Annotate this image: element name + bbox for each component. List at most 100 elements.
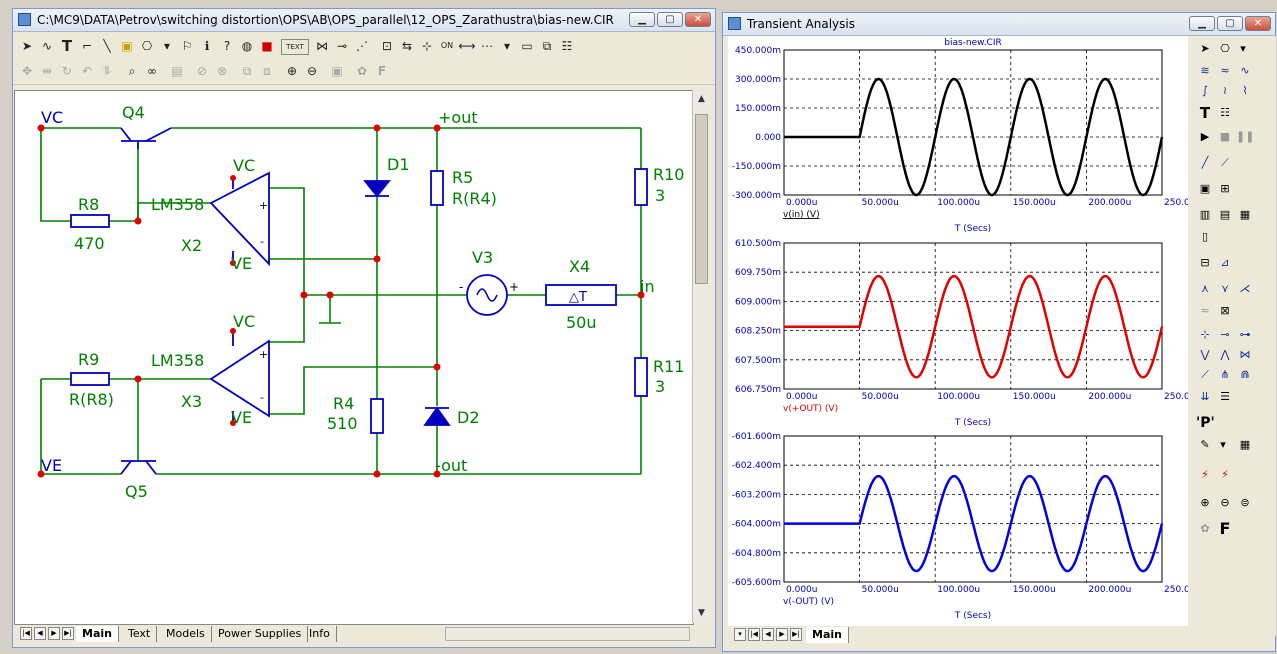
flip-icon[interactable]: ↶ [81, 64, 93, 78]
zoom-in-icon[interactable]: ⊕ [1200, 496, 1210, 509]
analysis-tab-first-icon[interactable]: |◀ [748, 628, 760, 641]
p-label-button[interactable]: 'P' [1196, 415, 1215, 431]
tab-first-icon[interactable]: |◀ [20, 627, 32, 640]
select-arrow-icon[interactable]: ➤ [1200, 42, 1210, 55]
select-arrow-icon[interactable]: ➤ [21, 39, 33, 53]
font-button[interactable]: F [1219, 519, 1231, 538]
tab-next-icon[interactable]: ▶ [48, 627, 60, 640]
box-icon[interactable]: ⊠ [1220, 304, 1230, 317]
maximize-button[interactable]: ▢ [657, 12, 683, 27]
sine-icon[interactable]: ∫ [1202, 84, 1208, 97]
properties-icon[interactable]: ☷ [561, 39, 573, 53]
scope-icon[interactable]: ≋ [1200, 64, 1210, 77]
zoom-fit-icon[interactable]: ⊜ [1240, 496, 1250, 509]
scroll-up-icon[interactable]: ▲ [698, 94, 705, 104]
query-icon[interactable]: ? [223, 39, 231, 53]
max-icon[interactable]: ⋀ [1220, 348, 1230, 361]
flag-icon[interactable]: ⚐ [181, 39, 193, 53]
scroll-thumb[interactable] [695, 114, 708, 284]
cursor-right-icon[interactable]: ⊸ [1220, 328, 1230, 341]
text-mode-button[interactable]: TEXT [281, 39, 309, 55]
stop-icon[interactable]: ■ [1219, 130, 1231, 143]
analysis-maximize-button[interactable]: ▢ [1217, 16, 1243, 31]
scroll-down-icon[interactable]: ▼ [698, 608, 705, 618]
tag-y-icon[interactable]: ⚡ [1221, 468, 1229, 481]
info-icon[interactable]: ▣ [121, 39, 133, 53]
palette-icon[interactable]: ✿ [1200, 522, 1210, 535]
diagonal-wire-icon[interactable]: ╲ [103, 39, 111, 53]
tab-power-supplies[interactable]: Power Supplies [212, 626, 309, 642]
analysis-tab-main[interactable]: Main [806, 627, 849, 643]
tag-x-icon[interactable]: ⚡ [1201, 468, 1209, 481]
double-down-icon[interactable]: ⇊ [1200, 390, 1210, 403]
page-icon[interactable]: ▭ [521, 39, 533, 53]
stack2-icon[interactable]: ⧈ [263, 64, 271, 78]
rows-icon[interactable]: ▤ [1219, 208, 1231, 221]
analysis-tab-next-icon[interactable]: ▶ [776, 628, 788, 641]
palette-icon[interactable]: ✿ [356, 64, 368, 78]
wave-gray-icon[interactable]: ≈ [1200, 304, 1210, 317]
slope-icon[interactable]: ⋌ [1239, 282, 1251, 295]
component-icon[interactable]: ⎔ [141, 39, 153, 53]
sine3-icon[interactable]: ⌇ [1242, 84, 1248, 97]
stop-icon[interactable]: ■ [261, 39, 273, 53]
run-icon[interactable]: ▶ [1200, 130, 1210, 143]
arrows-icon[interactable]: ⇆ [401, 39, 413, 53]
attribute-icon[interactable]: ⋰ [356, 39, 368, 53]
font-icon[interactable]: F [377, 64, 387, 78]
analysis-titlebar[interactable]: Transient Analysis ▁ ▢ ✕ [723, 13, 1275, 36]
analysis-tab-dropdown-icon[interactable]: ▾ [734, 628, 746, 641]
pen-dropdown-icon[interactable]: ▾ [1220, 438, 1226, 451]
on-off-icon[interactable]: ON [440, 41, 454, 50]
cursor-both-icon[interactable]: ⊶ [1239, 328, 1251, 341]
schematic-horizontal-scrollbar[interactable] [445, 627, 690, 641]
tab-info[interactable]: Info [303, 626, 337, 642]
node-numbers-icon[interactable]: ⋈ [316, 39, 328, 53]
analysis-tab-prev-icon[interactable]: ◀ [762, 628, 774, 641]
frame-icon[interactable]: ▣ [1199, 182, 1211, 195]
cancel-icon[interactable]: ⊗ [216, 64, 228, 78]
close-button[interactable]: ✕ [685, 12, 711, 27]
component-icon[interactable]: ⎔ [1220, 42, 1230, 55]
globe-icon[interactable]: ◍ [241, 39, 253, 53]
min-icon[interactable]: ⋁ [1200, 348, 1210, 361]
layer-icon[interactable]: ▤ [171, 64, 183, 78]
line2-icon[interactable]: ⟋ [1221, 156, 1229, 169]
text-tool-icon[interactable]: T [61, 37, 73, 55]
properties-icon[interactable]: ☷ [1220, 106, 1230, 119]
pause-icon[interactable]: ❚❚ [1236, 130, 1255, 143]
pointer-icon[interactable]: ⊹ [421, 39, 433, 53]
inflect-icon[interactable]: ⋔ [1220, 368, 1230, 381]
column-icon[interactable]: ▯ [1201, 230, 1209, 243]
waves-icon[interactable]: ≈ [1220, 64, 1230, 77]
schematic-canvas[interactable]: VC VE +out -out in VC VE VC VE Q4 Q5 R8 … [14, 90, 694, 625]
grid-icon[interactable]: ⋯ [481, 39, 493, 53]
zoom-out-icon[interactable]: ⊖ [1220, 496, 1230, 509]
cursor-box-icon[interactable]: ⊟ [1200, 256, 1210, 269]
minimize-button[interactable]: ▁ [629, 12, 655, 27]
pen-icon[interactable]: ✎ [1200, 438, 1210, 451]
stack-icon[interactable]: ⧉ [242, 64, 252, 78]
schematic-titlebar[interactable]: C:\MC9\DATA\Petrov\switching distortion\… [13, 9, 715, 32]
tab-models[interactable]: Models [160, 626, 212, 642]
table-icon[interactable]: ▦ [1239, 208, 1251, 221]
analysis-minimize-button[interactable]: ▁ [1189, 16, 1215, 31]
line-icon[interactable]: ⟷ [458, 39, 476, 53]
cursor-left-icon[interactable]: ⊹ [1200, 328, 1210, 341]
tab-main[interactable]: Main [76, 626, 119, 642]
line-icon[interactable]: ╱ [1201, 156, 1209, 169]
minmax-icon[interactable]: ⋈ [1239, 348, 1251, 361]
zoom-out-icon[interactable]: ⊖ [306, 64, 318, 78]
schematic-vertical-scrollbar[interactable]: ▲ ▼ [692, 90, 710, 623]
tab-prev-icon[interactable]: ◀ [34, 627, 46, 640]
text-tool-icon[interactable]: T [1199, 104, 1211, 122]
valley-icon[interactable]: ⋎ [1220, 282, 1230, 295]
columns-icon[interactable]: ▥ [1199, 208, 1211, 221]
flip-vertical-icon[interactable]: ⥮ [102, 64, 112, 78]
mirror-icon[interactable]: ⇹ [41, 64, 53, 78]
waves2-icon[interactable]: ∿ [1240, 64, 1250, 77]
warning-icon[interactable]: ⊘ [196, 64, 208, 78]
wire-icon[interactable]: ∿ [41, 39, 53, 53]
camera-icon[interactable]: ▣ [331, 64, 343, 78]
